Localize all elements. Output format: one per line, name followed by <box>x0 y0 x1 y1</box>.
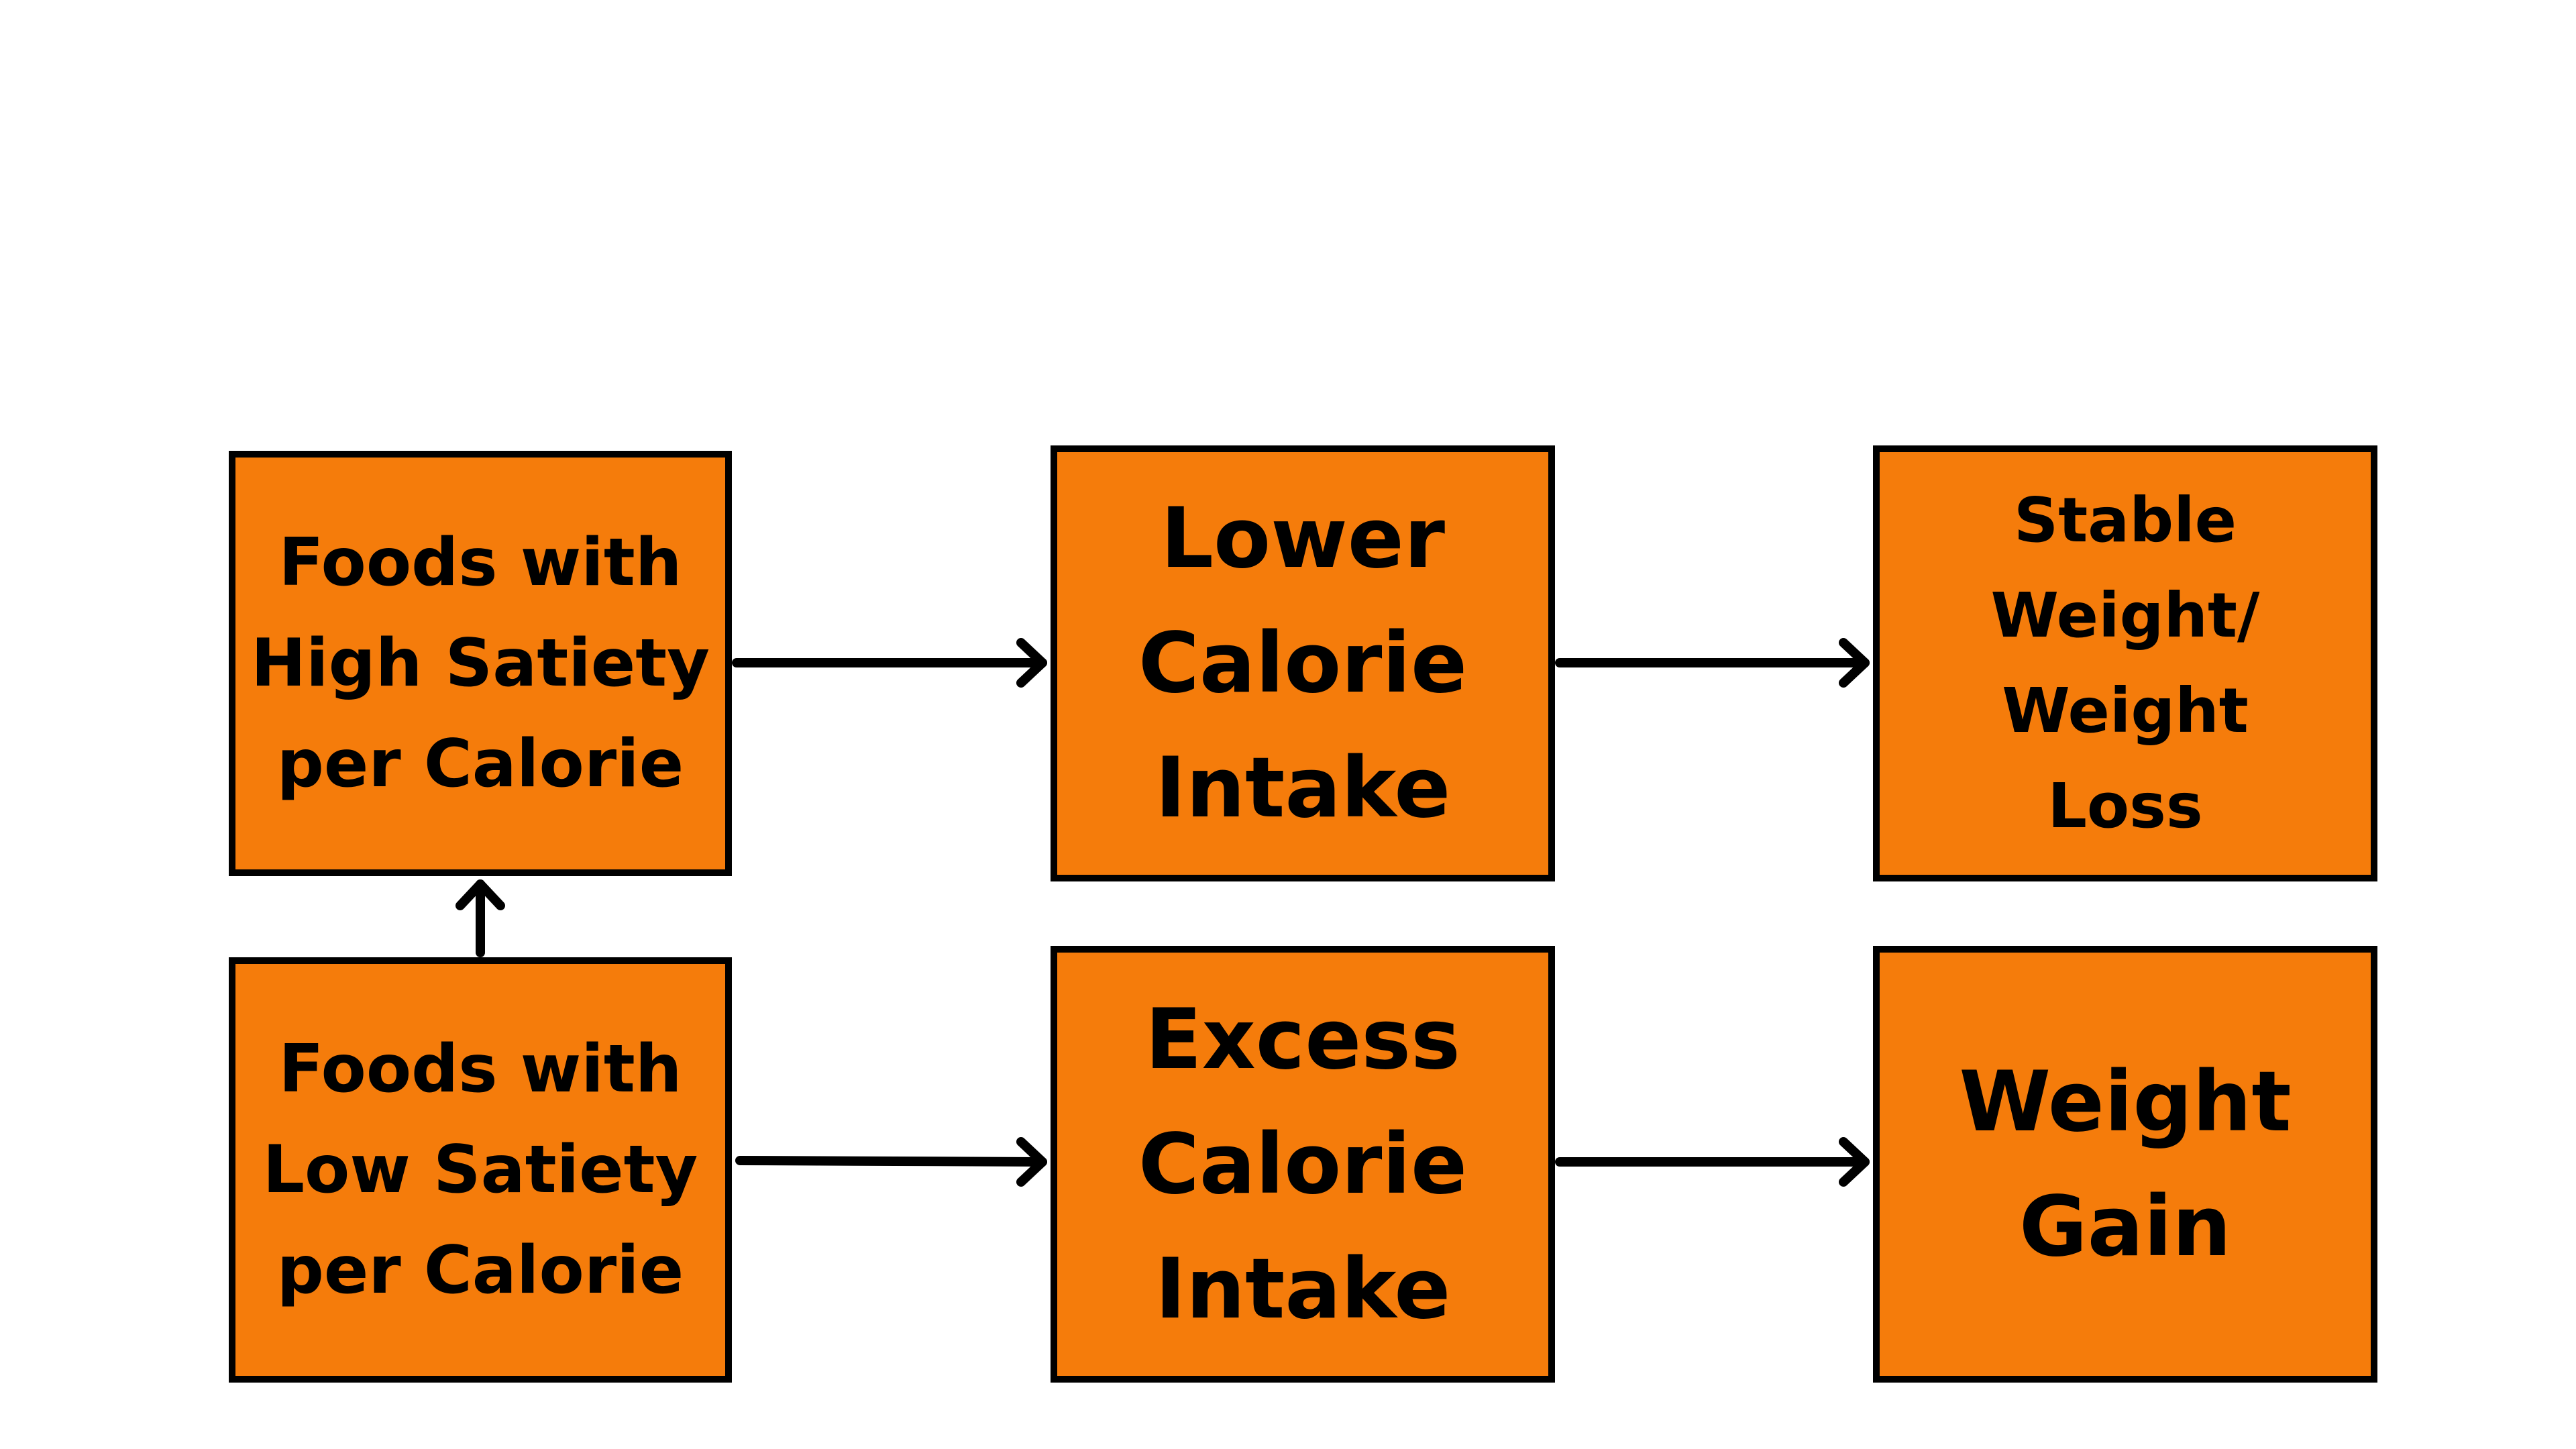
node-text-line: Calorie <box>1138 615 1468 712</box>
node-text-line: Gain <box>2019 1178 2232 1275</box>
node-high-satiety-foods: Foods with High Satiety per Calorie <box>229 451 732 876</box>
node-stable-weight-loss: Stable Weight/ Weight Loss <box>1873 445 2377 881</box>
node-text-line: Weight <box>1959 1053 2292 1150</box>
node-text-line: Lower <box>1160 490 1445 587</box>
node-low-satiety-foods: Foods with Low Satiety per Calorie <box>229 957 732 1383</box>
node-text-line: Weight/ <box>1990 580 2260 651</box>
node-text-line: per Calorie <box>276 726 684 802</box>
arrow-low-satiety-to-excess-intake <box>735 1156 1047 1167</box>
node-excess-calorie-intake: Excess Calorie Intake <box>1051 946 1555 1383</box>
node-text-line: Intake <box>1155 1240 1451 1338</box>
node-text-line: High Satiety <box>251 625 710 702</box>
node-text-line: per Calorie <box>276 1232 684 1309</box>
arrowhead-lower-intake-to-stable-weight <box>1839 638 1870 688</box>
node-text-line: Intake <box>1155 740 1451 837</box>
arrowhead-low-satiety-to-high-satiety <box>455 879 505 910</box>
arrowhead-excess-intake-to-weight-gain <box>1839 1137 1870 1187</box>
node-text-line: Stable <box>2013 484 2237 556</box>
node-text-line: Weight <box>2002 675 2249 747</box>
node-text-line: Calorie <box>1138 1116 1468 1213</box>
node-text-line: Excess <box>1145 991 1460 1088</box>
node-weight-gain: Weight Gain <box>1873 946 2377 1383</box>
node-text-line: Low Satiety <box>262 1132 698 1208</box>
node-text-line: Loss <box>2047 770 2203 842</box>
node-text-line: Foods with <box>278 1031 682 1108</box>
node-text-line: Foods with <box>278 525 682 601</box>
arrowhead-low-satiety-to-excess-intake <box>1016 1137 1047 1187</box>
node-lower-calorie-intake: Lower Calorie Intake <box>1051 445 1555 881</box>
arrowhead-high-satiety-to-lower-intake <box>1016 638 1047 688</box>
